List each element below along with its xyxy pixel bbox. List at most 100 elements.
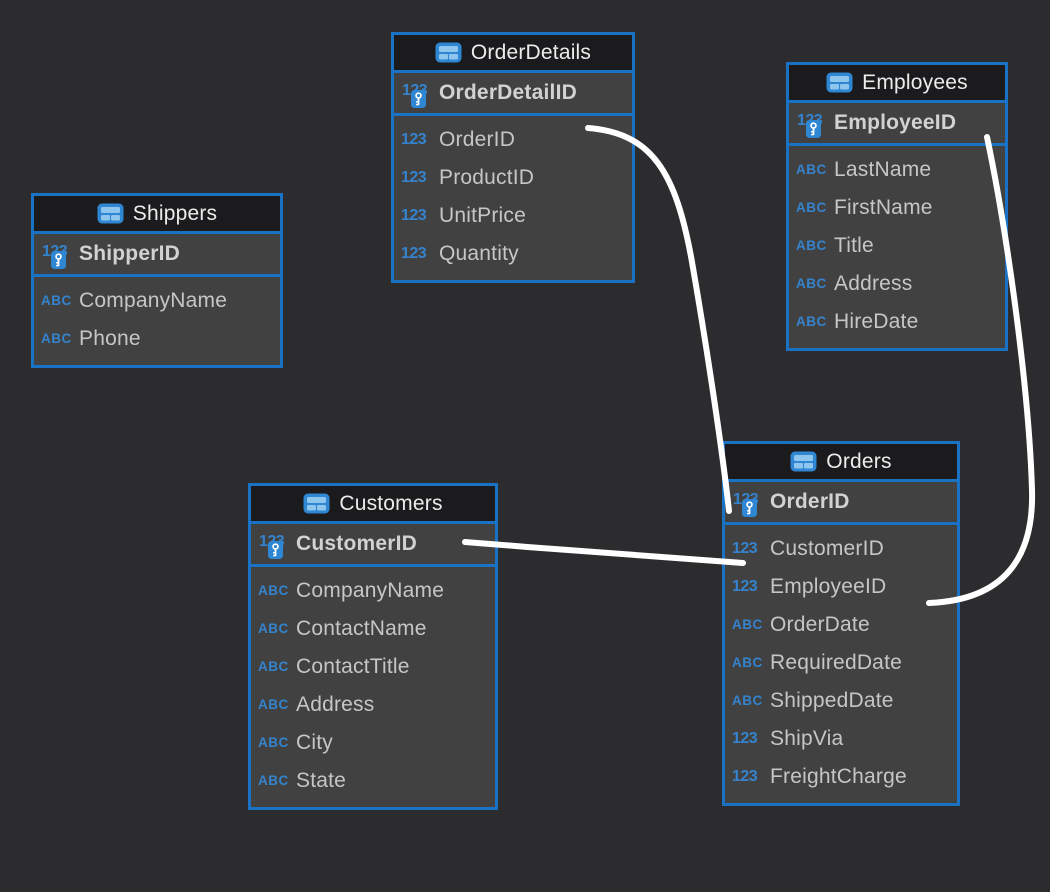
field-name: Address xyxy=(296,693,375,716)
number-type-icon: 123 xyxy=(258,524,290,564)
text-type-icon: ABC xyxy=(258,659,289,675)
field-name: ContactName xyxy=(296,617,427,640)
field-name: CompanyName xyxy=(296,579,445,602)
table-icon xyxy=(303,493,330,514)
primary-key-row[interactable]: 123 ShipperID xyxy=(34,234,280,277)
field-row[interactable]: ABC Phone xyxy=(34,320,280,358)
field-name: State xyxy=(296,769,347,792)
table-icon xyxy=(435,42,462,63)
field-row[interactable]: 123 FreightCharge xyxy=(725,758,957,796)
primary-key-name: OrderDetailID xyxy=(439,81,577,104)
table-header[interactable]: Orders xyxy=(725,444,957,482)
number-type-icon: 123 xyxy=(732,730,758,747)
field-name: ProductID xyxy=(439,166,535,189)
table-fields: 123 OrderID 123 ProductID 123 UnitPrice … xyxy=(394,116,632,280)
table-name: Shippers xyxy=(132,201,218,225)
field-row[interactable]: 123 UnitPrice xyxy=(394,197,632,235)
field-row[interactable]: ABC OrderDate xyxy=(725,606,957,644)
table-header[interactable]: OrderDetails xyxy=(394,35,632,73)
field-name: OrderID xyxy=(439,128,516,151)
text-type-icon: ABC xyxy=(796,200,827,216)
number-type-icon: 123 xyxy=(401,131,427,148)
field-row[interactable]: ABC ContactTitle xyxy=(251,648,495,686)
table-fields: ABC CompanyName ABC ContactName ABC Cont… xyxy=(251,567,495,807)
primary-key-row[interactable]: 123 EmployeeID xyxy=(789,103,1005,146)
table-shippers[interactable]: Shippers 123 ShipperID ABC CompanyName A… xyxy=(31,193,283,368)
field-row[interactable]: ABC Address xyxy=(789,265,1005,303)
field-name: EmployeeID xyxy=(770,575,887,598)
text-type-icon: ABC xyxy=(796,314,827,330)
field-name: FreightCharge xyxy=(770,765,907,788)
text-type-icon: ABC xyxy=(796,276,827,292)
field-row[interactable]: ABC ContactName xyxy=(251,610,495,648)
table-header[interactable]: Shippers xyxy=(34,196,280,234)
field-row[interactable]: ABC City xyxy=(251,724,495,762)
table-icon xyxy=(97,203,124,224)
table-icon xyxy=(826,72,853,93)
field-row[interactable]: ABC State xyxy=(251,762,495,800)
table-customers[interactable]: Customers 123 CustomerID ABC CompanyName… xyxy=(248,483,498,810)
number-type-icon: 123 xyxy=(796,103,828,143)
field-name: ShippedDate xyxy=(770,689,894,712)
table-header[interactable]: Employees xyxy=(789,65,1005,103)
text-type-icon: ABC xyxy=(732,617,763,633)
field-row[interactable]: ABC Title xyxy=(789,227,1005,265)
text-type-icon: ABC xyxy=(41,331,72,347)
primary-key-icon xyxy=(742,499,757,517)
table-employees[interactable]: Employees 123 EmployeeID ABC LastName AB… xyxy=(786,62,1008,351)
field-row[interactable]: ABC HireDate xyxy=(789,303,1005,341)
number-type-icon: 123 xyxy=(401,169,427,186)
number-type-icon: 123 xyxy=(732,540,758,557)
primary-key-icon xyxy=(268,541,283,559)
primary-key-row[interactable]: 123 CustomerID xyxy=(251,524,495,567)
text-type-icon: ABC xyxy=(258,697,289,713)
field-row[interactable]: ABC CompanyName xyxy=(34,282,280,320)
table-header[interactable]: Customers xyxy=(251,486,495,524)
text-type-icon: ABC xyxy=(258,621,289,637)
primary-key-icon xyxy=(411,90,426,108)
number-type-icon: 123 xyxy=(732,578,758,595)
text-type-icon: ABC xyxy=(258,583,289,599)
table-fields: 123 CustomerID 123 EmployeeID ABC OrderD… xyxy=(725,525,957,803)
field-name: Title xyxy=(834,234,874,257)
field-name: LastName xyxy=(834,158,932,181)
field-name: CompanyName xyxy=(79,289,228,312)
primary-key-name: ShipperID xyxy=(79,242,180,265)
primary-key-row[interactable]: 123 OrderID xyxy=(725,482,957,525)
field-name: Quantity xyxy=(439,242,519,265)
table-name: Orders xyxy=(826,449,892,473)
table-orders[interactable]: Orders 123 OrderID 123 CustomerID 123 Em… xyxy=(722,441,960,806)
primary-key-name: EmployeeID xyxy=(834,111,957,134)
field-name: CustomerID xyxy=(770,537,885,560)
field-row[interactable]: ABC FirstName xyxy=(789,189,1005,227)
field-row[interactable]: ABC RequiredDate xyxy=(725,644,957,682)
field-row[interactable]: 123 ProductID xyxy=(394,159,632,197)
number-type-icon: 123 xyxy=(732,482,764,522)
number-type-icon: 123 xyxy=(732,768,758,785)
text-type-icon: ABC xyxy=(796,162,827,178)
text-type-icon: ABC xyxy=(258,773,289,789)
table-orderdetails[interactable]: OrderDetails 123 OrderDetailID 123 Order… xyxy=(391,32,635,283)
field-row[interactable]: 123 OrderID xyxy=(394,121,632,159)
number-type-icon: 123 xyxy=(401,207,427,224)
text-type-icon: ABC xyxy=(732,693,763,709)
field-row[interactable]: 123 ShipVia xyxy=(725,720,957,758)
field-row[interactable]: ABC Address xyxy=(251,686,495,724)
field-name: ContactTitle xyxy=(296,655,410,678)
primary-key-name: CustomerID xyxy=(296,532,418,555)
table-name: Employees xyxy=(862,70,968,94)
field-row[interactable]: ABC LastName xyxy=(789,151,1005,189)
table-name: OrderDetails xyxy=(470,40,592,64)
field-row[interactable]: ABC CompanyName xyxy=(251,572,495,610)
field-row[interactable]: 123 CustomerID xyxy=(725,530,957,568)
field-row[interactable]: 123 Quantity xyxy=(394,235,632,273)
field-row[interactable]: ABC ShippedDate xyxy=(725,682,957,720)
table-fields: ABC LastName ABC FirstName ABC Title ABC… xyxy=(789,146,1005,348)
field-name: Address xyxy=(834,272,913,295)
field-name: RequiredDate xyxy=(770,651,902,674)
field-row[interactable]: 123 EmployeeID xyxy=(725,568,957,606)
primary-key-icon xyxy=(51,251,66,269)
primary-key-row[interactable]: 123 OrderDetailID xyxy=(394,73,632,116)
field-name: Phone xyxy=(79,327,141,350)
